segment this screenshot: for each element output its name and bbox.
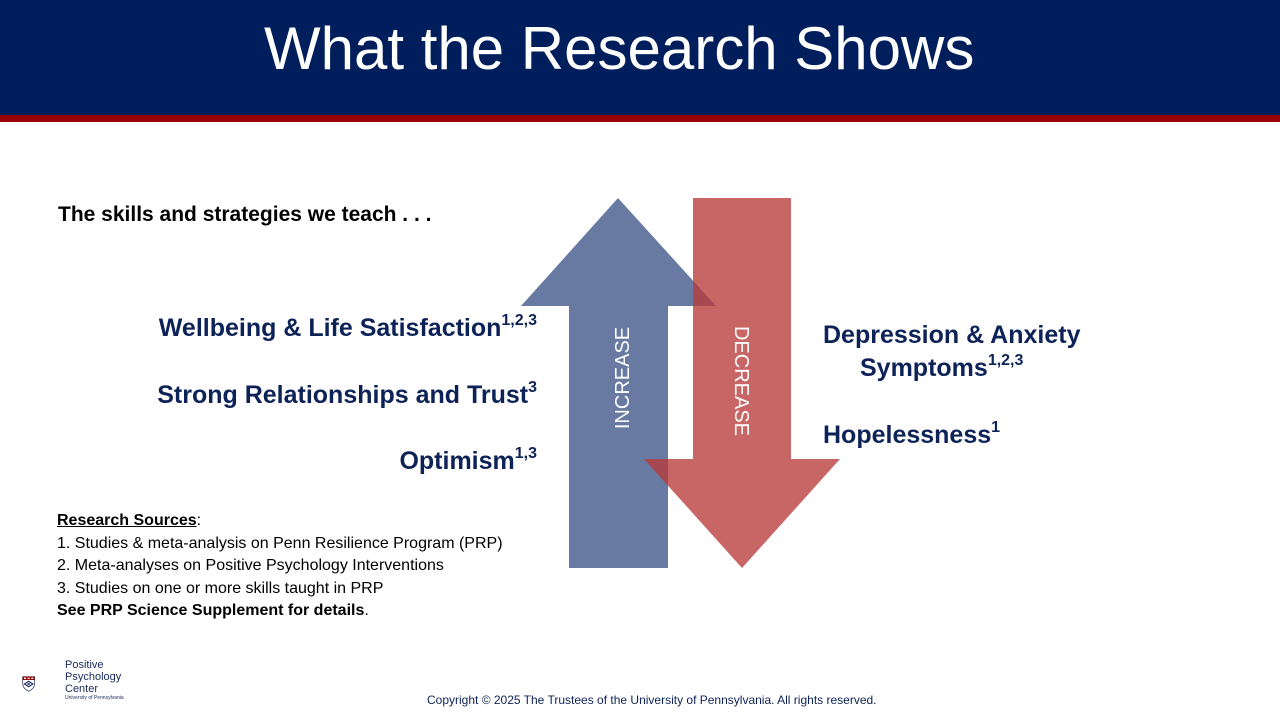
header-bar: [0, 0, 1280, 115]
decrease-item-hopelessness: Hopelessness1: [823, 418, 1001, 449]
increase-label: INCREASE: [612, 327, 634, 429]
intro-text: The skills and strategies we teach . . .: [58, 203, 432, 226]
decrease-item-depression-line2: Symptoms1,2,3: [860, 351, 1024, 382]
logo-text: Positive Psychology Center University of…: [65, 659, 124, 701]
source-item: 2. Meta-analyses on Positive Psychology …: [57, 557, 444, 574]
slide-title: What the Research Shows: [264, 15, 975, 82]
header-stripe: [0, 115, 1280, 122]
increase-item-wellbeing: Wellbeing & Life Satisfaction1,2,3: [158, 311, 537, 342]
penn-shield-logo-icon: [22, 676, 35, 692]
copyright-text: Copyright © 2025 The Trustees of the Uni…: [427, 693, 877, 707]
source-item: 1. Studies & meta-analysis on Penn Resil…: [57, 534, 503, 552]
sources-note: See PRP Science Supplement for details.: [57, 602, 369, 619]
decrease-item-depression-line1: Depression & Anxiety: [823, 321, 1081, 349]
increase-item-relationships: Strong Relationships and Trust3: [157, 378, 537, 409]
decrease-label: DECREASE: [730, 326, 752, 436]
decrease-arrow: [644, 198, 840, 568]
increase-item-optimism: Optimism1,3: [399, 444, 537, 475]
sources-heading: Research Sources:: [57, 512, 202, 529]
research-sources: Research Sources: 1. Studies & meta-anal…: [57, 510, 503, 623]
source-item: 3. Studies on one or more skills taught …: [57, 579, 384, 597]
